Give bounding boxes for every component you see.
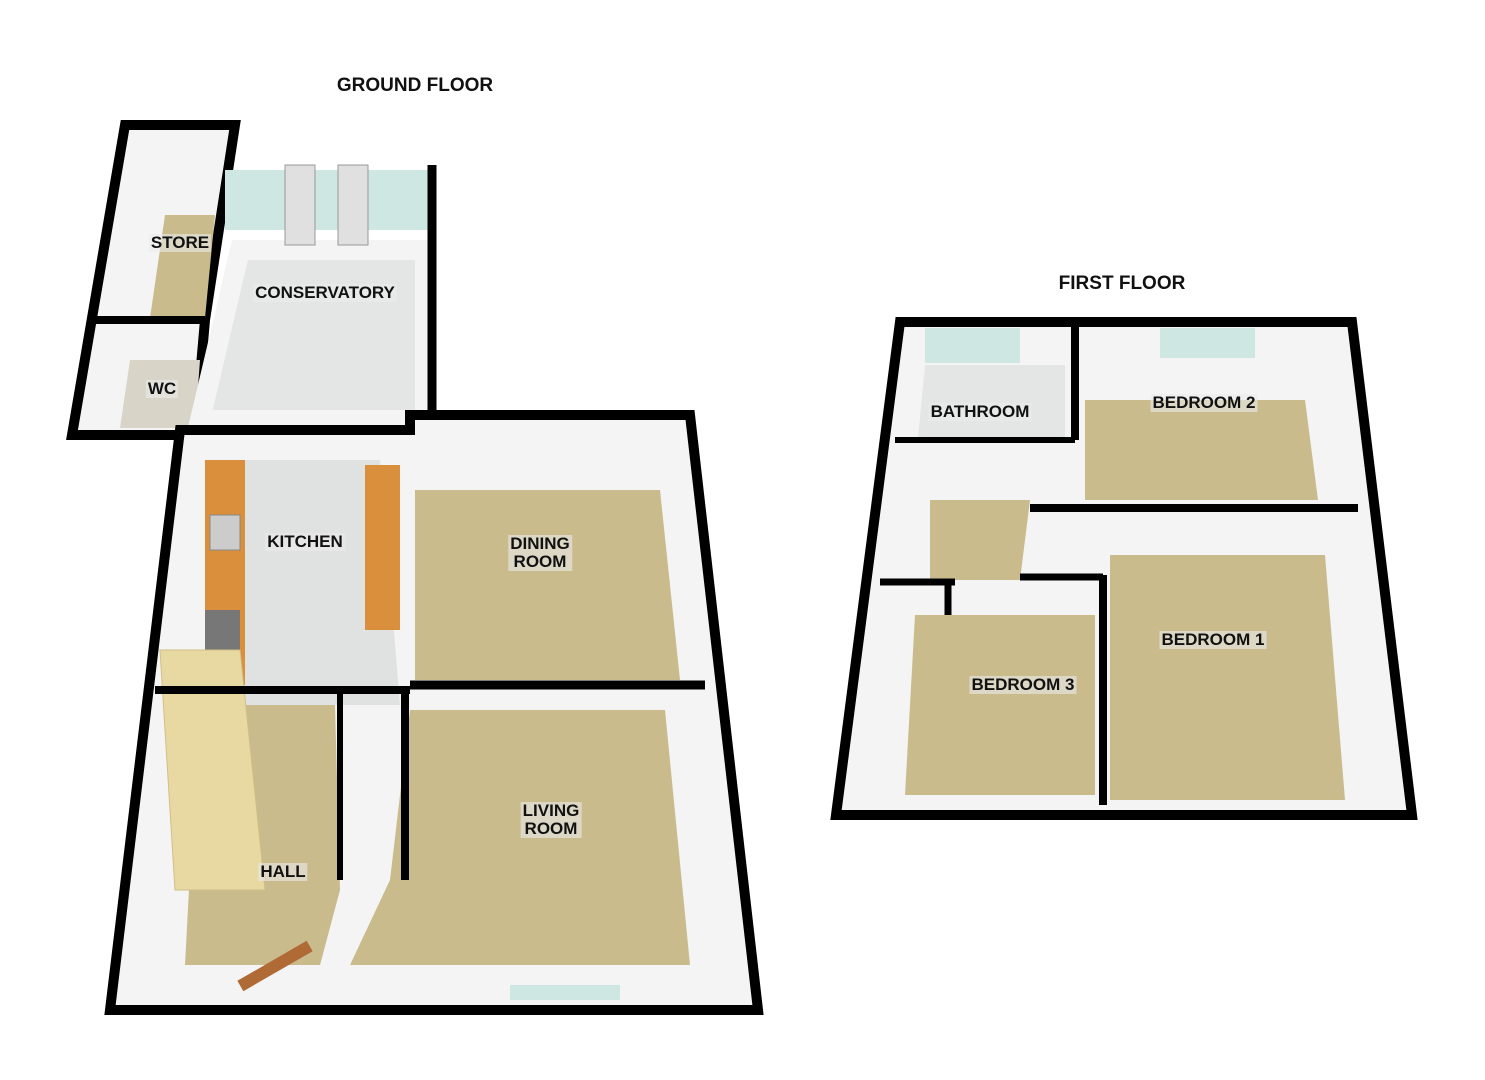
bedroom-2-window [1160,328,1255,358]
room-label-bedroom-1: BEDROOM 1 [1159,630,1267,649]
first-floor-plan [830,317,1418,820]
bedroom-1-floor [1110,555,1345,800]
dining-room-floor [415,490,680,680]
living-label-line1: LIVING [522,801,580,820]
room-label-conservatory: CONSERVATORY [253,283,397,302]
living-window [510,985,620,1000]
room-label-wc: WC [145,379,179,398]
ground-floor-plan [66,120,764,1015]
living-room-floor [350,710,690,965]
room-label-bathroom: BATHROOM [928,402,1032,421]
ground-floor-title: GROUND FLOOR [336,75,494,96]
living-label-line2: ROOM [524,819,578,838]
dining-label-line2: ROOM [513,552,567,571]
landing-floor [930,500,1030,580]
conservatory-glass [225,170,430,230]
conservatory-door [337,164,369,246]
bedroom-2-floor [1085,400,1318,500]
room-label-hall: HALL [258,862,308,881]
bathroom-window [925,328,1020,363]
staircase [159,649,266,891]
room-label-bedroom-2: BEDROOM 2 [1150,393,1258,412]
dining-label-line1: DINING [510,534,570,553]
hob [205,610,240,650]
first-floor-title: FIRST FLOOR [1058,273,1186,294]
conservatory-door [284,164,316,246]
room-label-kitchen: KITCHEN [265,532,345,551]
sink [209,514,241,551]
kitchen-floor [240,460,400,705]
front-door [237,940,313,992]
conservatory-floor [187,240,435,430]
room-label-bedroom-3: BEDROOM 3 [969,675,1077,694]
bedroom-3-floor [905,615,1095,795]
room-label-store: STORE [148,233,212,252]
kitchen-worktop [365,465,400,630]
